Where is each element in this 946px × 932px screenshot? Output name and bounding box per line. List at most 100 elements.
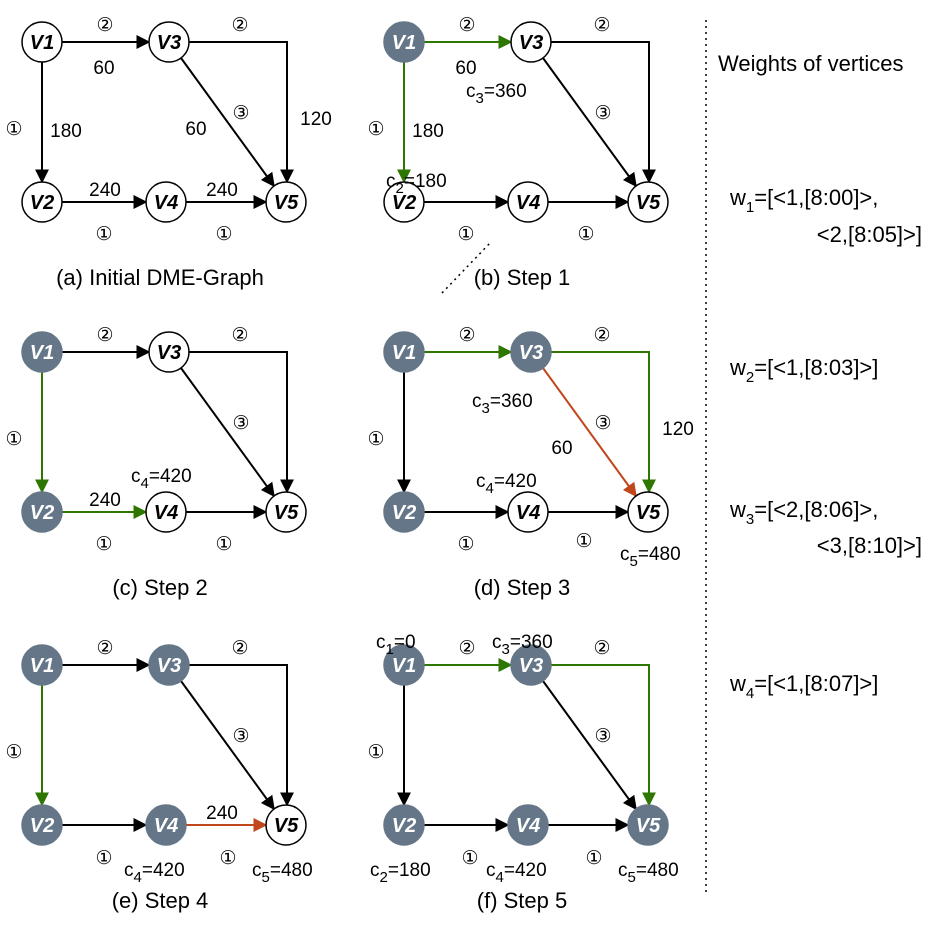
node-circle	[507, 804, 549, 846]
node-v1: V1	[21, 21, 63, 63]
label-e35top-circle: ②	[593, 15, 610, 36]
label-e24-weight: 240	[89, 490, 121, 511]
node-label: V1	[30, 342, 54, 364]
node-circle	[148, 331, 190, 373]
node-circle	[510, 644, 552, 686]
label-e45-circle: ①	[215, 224, 232, 245]
node-label: V5	[636, 192, 661, 214]
label-e45-circle: ①	[219, 848, 236, 869]
node-v3: V3	[148, 21, 190, 63]
label-e13-circle: ②	[458, 638, 475, 659]
node-label: V4	[516, 815, 540, 837]
label-e35diag-circle: ③	[594, 413, 611, 434]
panel-caption: (b) Step 1	[474, 265, 571, 290]
label-c2: c2=180	[386, 171, 447, 197]
label-c3: c3=360	[472, 391, 533, 417]
label-e12-circle: ①	[367, 119, 384, 140]
node-v5: V5	[265, 181, 307, 223]
node-label: V5	[636, 502, 661, 524]
node-v2: V2	[383, 181, 425, 223]
label-e35diag-circle: ③	[232, 726, 249, 747]
label-e13-circle: ②	[96, 15, 113, 36]
node-v3: V3	[510, 331, 552, 373]
label-e24-circle: ①	[461, 848, 478, 869]
node-circle	[21, 644, 63, 686]
node-circle	[383, 804, 425, 846]
label-e45-circle: ①	[215, 534, 232, 555]
label-e12-circle: ①	[367, 429, 384, 450]
node-v2: V2	[21, 804, 63, 846]
label-e35top-circle: ②	[593, 325, 610, 346]
node-circle	[148, 644, 190, 686]
panel-caption: (d) Step 3	[474, 575, 571, 600]
label-c3: c3=360	[492, 632, 553, 658]
node-v5: V5	[627, 491, 669, 533]
edge-v3-v5-diagonal	[542, 367, 637, 498]
panel-caption: (a) Initial DME-Graph	[56, 265, 264, 290]
node-v1: V1	[383, 21, 425, 63]
label-e12-circle: ①	[367, 742, 384, 763]
label-e12-circle: ①	[5, 429, 22, 450]
panel-caption: (f) Step 5	[477, 888, 567, 913]
label-e24-circle: ①	[95, 848, 112, 869]
label-c4: c4=420	[476, 471, 537, 497]
node-label: V3	[157, 342, 181, 364]
edge-v3-v5-top-route	[551, 351, 656, 494]
label-c4: c4=420	[131, 466, 192, 492]
node-label: V5	[274, 192, 299, 214]
node-label: V2	[30, 502, 54, 524]
label-e13-weight: 60	[455, 58, 476, 79]
node-v4: V4	[507, 491, 549, 533]
label-c1: c1=0	[376, 632, 416, 658]
label-e45-weight: 240	[206, 180, 238, 201]
label-e35diag-circle: ③	[232, 413, 249, 434]
node-circle	[21, 804, 63, 846]
label-e13-circle: ②	[96, 325, 113, 346]
label-c4: c4=420	[486, 860, 547, 886]
node-circle	[21, 491, 63, 533]
panel-caption: (e) Step 4	[112, 888, 209, 913]
node-label: V4	[154, 502, 178, 524]
node-circle	[627, 804, 669, 846]
weight-line-3-cont: <3,[8:10]>]	[817, 533, 922, 558]
node-v5: V5	[627, 804, 669, 846]
node-circle	[265, 491, 307, 533]
node-label: V2	[392, 502, 416, 524]
weight-line-1-cont: <2,[8:05]>]	[817, 222, 922, 247]
node-circle	[510, 331, 552, 373]
node-circle	[21, 181, 63, 223]
node-label: V2	[30, 192, 54, 214]
edge-v3-v5-top-route	[189, 351, 294, 494]
weights-title: Weights of vertices	[718, 51, 903, 76]
node-label: V2	[30, 815, 54, 837]
node-v4: V4	[145, 181, 187, 223]
label-e35diag-circle: ③	[594, 726, 611, 747]
node-circle	[507, 181, 549, 223]
node-circle	[383, 644, 425, 686]
label-e35top-weight: 120	[662, 419, 694, 440]
edge-v3-v5-diagonal	[180, 680, 275, 811]
label-e13-circle: ②	[96, 638, 113, 659]
edge-v3-v5-diagonal	[542, 57, 637, 188]
node-label: V2	[392, 815, 416, 837]
weight-line-1: w1=[<1,[8:00]>,	[729, 185, 878, 216]
edge-v3-v5-top-route	[189, 664, 294, 807]
edge-v3-v5-diagonal	[180, 367, 275, 498]
label-e13-circle: ②	[458, 325, 475, 346]
label-c5: c5=480	[252, 860, 313, 886]
edge-v3-v5-top-route	[551, 664, 656, 807]
label-e13-weight: 60	[93, 58, 114, 79]
node-label: V4	[516, 502, 540, 524]
node-v4: V4	[507, 181, 549, 223]
node-label: V1	[30, 655, 54, 677]
label-e45-weight: 240	[206, 803, 238, 824]
label-e35diag-circle: ③	[232, 103, 249, 124]
label-e35top-circle: ②	[593, 638, 610, 659]
node-circle	[21, 331, 63, 373]
node-circle	[510, 21, 552, 63]
label-c5: c5=480	[620, 544, 681, 570]
